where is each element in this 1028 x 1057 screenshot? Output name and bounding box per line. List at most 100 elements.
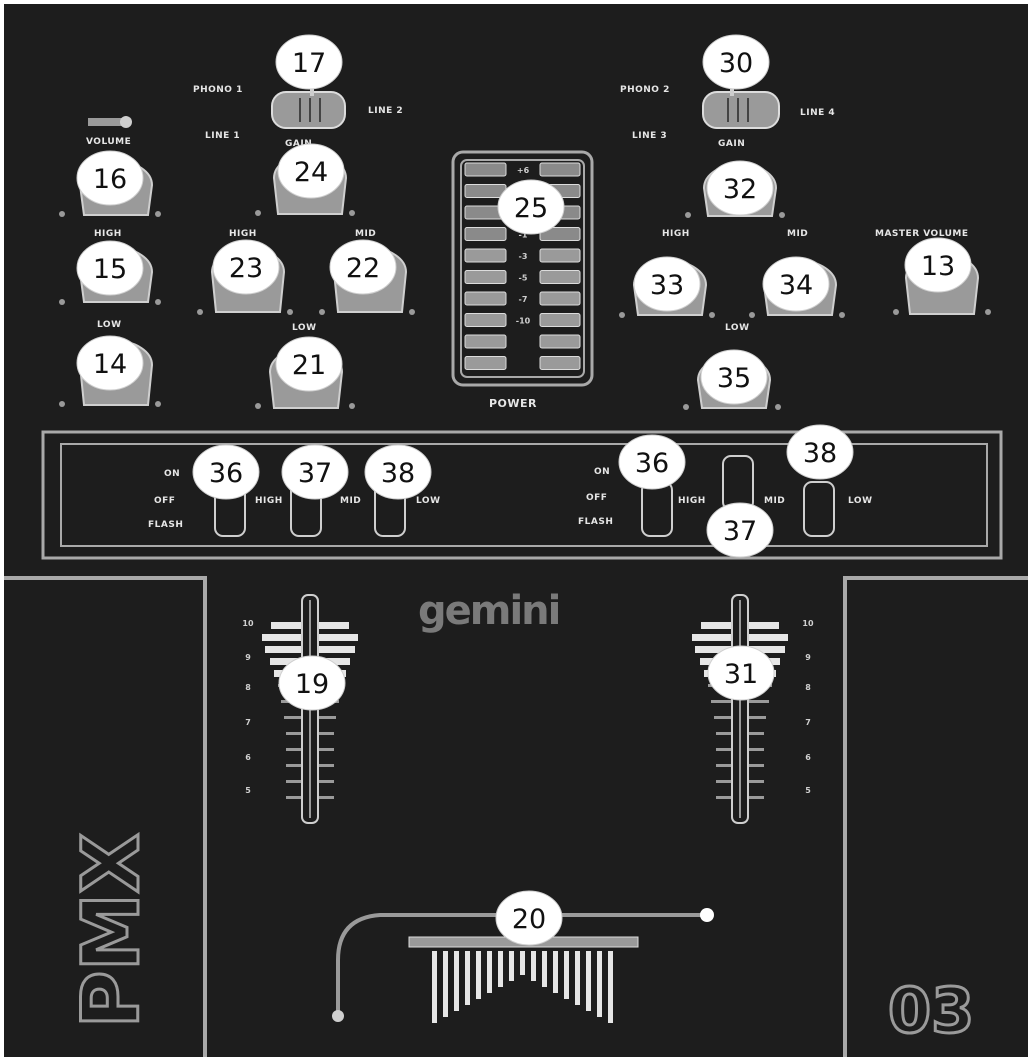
label-mid-left: MID bbox=[355, 229, 376, 239]
callout-marker bbox=[76, 240, 144, 296]
fader-scale-label: 9 bbox=[245, 653, 251, 662]
toggle-switch-kill-mid-right[interactable] bbox=[722, 455, 754, 511]
crossfader-scale-bar bbox=[443, 951, 448, 1017]
vu-scale-label: -7 bbox=[519, 295, 528, 304]
crossfader-scale-bar bbox=[487, 951, 492, 993]
knob-tick-marks bbox=[59, 210, 991, 410]
toggle-switch-kill-low-right[interactable] bbox=[803, 481, 835, 537]
label-line-2: LINE 2 bbox=[368, 106, 403, 116]
label-off-right: OFF bbox=[586, 493, 607, 503]
crossfader-scale-bar bbox=[465, 951, 470, 1005]
vu-led-left bbox=[464, 291, 507, 306]
callout-number: 24 bbox=[294, 157, 328, 188]
fader-scale-label: 8 bbox=[805, 683, 811, 692]
label-line-4: LINE 4 bbox=[800, 108, 835, 118]
callout-marker bbox=[633, 256, 701, 312]
callout-marker bbox=[329, 239, 397, 295]
vu-led-right bbox=[539, 356, 581, 370]
label-phono-1: PHONO 1 bbox=[193, 85, 243, 95]
callout-number: 21 bbox=[292, 350, 326, 381]
fader-scale-label: 10 bbox=[802, 619, 814, 628]
callout-number: 13 bbox=[921, 251, 955, 282]
callout-number: 23 bbox=[229, 253, 263, 284]
vu-scale-label: +6 bbox=[517, 166, 530, 175]
label-flash-right: FLASH bbox=[578, 517, 613, 527]
label-off-left: OFF bbox=[154, 496, 175, 506]
label-kill-mid-left: MID bbox=[340, 496, 361, 506]
label-mid-right: MID bbox=[787, 229, 808, 239]
label-high-right: HIGH bbox=[662, 229, 690, 239]
fader-scale-label: 5 bbox=[805, 786, 811, 795]
crossfader-scale-bar bbox=[608, 951, 613, 1023]
model-number: 03 bbox=[888, 974, 974, 1047]
label-low-left: LOW bbox=[292, 323, 317, 333]
label-on-left: ON bbox=[164, 469, 180, 479]
label-volume: VOLUME bbox=[86, 137, 131, 147]
callout-number: 25 bbox=[514, 193, 548, 224]
vu-scale-label: -10 bbox=[516, 317, 531, 326]
crossfader-scale-bar bbox=[531, 951, 536, 981]
callout-marker bbox=[278, 655, 346, 711]
fader-scale-label: 7 bbox=[245, 718, 251, 727]
callout-marker bbox=[762, 256, 830, 312]
crossfader-scale-bar bbox=[597, 951, 602, 1017]
callout-marker bbox=[700, 349, 768, 405]
label-gain-right: GAIN bbox=[718, 139, 745, 149]
vu-led-right bbox=[539, 227, 581, 241]
panel-background bbox=[4, 4, 1028, 1057]
label-phono-2: PHONO 2 bbox=[620, 85, 670, 95]
callout-marker bbox=[786, 424, 854, 480]
vu-led-right bbox=[539, 248, 581, 263]
lower-section-frame bbox=[4, 576, 1028, 1057]
callout-number: 15 bbox=[93, 254, 127, 285]
callout-number: 37 bbox=[298, 458, 332, 489]
label-low-right: LOW bbox=[725, 323, 750, 333]
callout-number: 31 bbox=[724, 659, 758, 690]
callout-number: 14 bbox=[93, 349, 127, 380]
callout-marker bbox=[618, 434, 686, 490]
callout-number: 16 bbox=[93, 164, 127, 195]
callout-marker bbox=[706, 160, 774, 216]
callout-marker bbox=[192, 444, 260, 500]
label-kill-mid-right: MID bbox=[764, 496, 785, 506]
fader-scale-label: 9 bbox=[805, 653, 811, 662]
label-high-mic: HIGH bbox=[94, 229, 122, 239]
callout-number: 36 bbox=[635, 448, 669, 479]
label-low-mic: LOW bbox=[97, 320, 122, 330]
callout-marker bbox=[904, 237, 972, 293]
toggle-switch-flash-right[interactable] bbox=[641, 481, 673, 537]
callout-marker bbox=[281, 444, 349, 500]
label-power: POWER bbox=[489, 397, 537, 410]
crossfader-scale-bar bbox=[553, 951, 558, 993]
callout-marker bbox=[212, 239, 280, 295]
vu-led-right bbox=[539, 334, 581, 349]
callout-marker bbox=[275, 336, 343, 392]
vu-led-right bbox=[539, 313, 581, 327]
fader-scale-label: 6 bbox=[245, 753, 251, 762]
label-high-left: HIGH bbox=[229, 229, 257, 239]
callout-marker bbox=[707, 645, 775, 701]
crossfader-scale-bar bbox=[564, 951, 569, 999]
label-master-volume: MASTER VOLUME bbox=[875, 229, 969, 239]
callout-marker bbox=[364, 444, 432, 500]
vu-led-left bbox=[464, 356, 507, 370]
callout-number: 37 bbox=[723, 516, 757, 547]
label-kill-low-right: LOW bbox=[848, 496, 873, 506]
crossfader-scale-bar bbox=[432, 951, 437, 1023]
callout-marker bbox=[76, 335, 144, 391]
vu-led-left bbox=[464, 184, 507, 198]
fader-scale-label: 8 bbox=[245, 683, 251, 692]
model-prefix: PMX bbox=[67, 833, 157, 1028]
vu-led-left bbox=[464, 162, 507, 177]
input-selector-right[interactable] bbox=[702, 80, 780, 129]
callout-marker bbox=[277, 143, 345, 199]
label-kill-high-left: HIGH bbox=[255, 496, 283, 506]
callout-number: 30 bbox=[719, 48, 753, 79]
vu-led-left bbox=[464, 227, 507, 241]
vu-led-right bbox=[539, 162, 581, 177]
crossfader-scale bbox=[432, 951, 613, 1023]
fader-scale-label: 7 bbox=[805, 718, 811, 727]
vu-scale-label: -5 bbox=[519, 274, 528, 283]
